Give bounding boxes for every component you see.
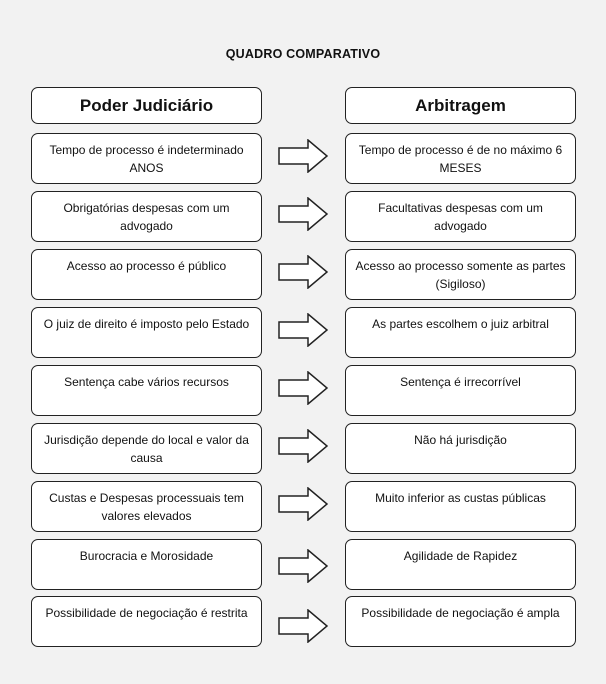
left-column-header-label: Poder Judiciário <box>79 95 214 115</box>
judiciary-item-text: Possibilidade de negociação é restrita <box>45 606 248 620</box>
arbitration-item-text: Agilidade de Rapidez <box>403 549 518 563</box>
judiciary-item-text: Acesso ao processo é público <box>66 259 227 273</box>
judiciary-item-2: Obrigatórias despesas com um advogado <box>31 191 262 242</box>
arbitration-item-text: Muito inferior as custas públicas <box>375 491 546 505</box>
arbitration-item-3: Acesso ao processo somente as partes (Si… <box>345 249 576 300</box>
right-arrow-icon <box>278 429 328 463</box>
right-column-header: Arbitragem <box>345 87 576 124</box>
judiciary-item-text: Jurisdição depende do local e valor da c… <box>44 433 249 465</box>
right-arrow-icon <box>278 139 328 173</box>
arbitration-item-text: Acesso ao processo somente as partes (Si… <box>355 259 566 291</box>
right-column-header-label: Arbitragem <box>415 95 506 115</box>
arbitration-item-4: As partes escolhem o juiz arbitral <box>345 307 576 358</box>
judiciary-item-text: Custas e Despesas processuais tem valore… <box>49 491 244 523</box>
arbitration-item-2: Facultativas despesas com um advogado <box>345 191 576 242</box>
arbitration-item-text: Sentença é irrecorrível <box>400 375 521 389</box>
judiciary-item-7: Custas e Despesas processuais tem valore… <box>31 481 262 532</box>
arbitration-item-text: Possibilidade de negociação é ampla <box>361 606 560 620</box>
arbitration-item-text: As partes escolhem o juiz arbitral <box>372 317 549 331</box>
arbitration-item-9: Possibilidade de negociação é ampla <box>345 596 576 647</box>
arbitration-item-8: Agilidade de Rapidez <box>345 539 576 590</box>
arbitration-item-text: Não há jurisdição <box>414 433 507 447</box>
arbitration-item-5: Sentença é irrecorrível <box>345 365 576 416</box>
arbitration-item-text: Tempo de processo é de no máximo 6 MESES <box>358 143 563 175</box>
judiciary-item-9: Possibilidade de negociação é restrita <box>31 596 262 647</box>
right-arrow-icon <box>278 487 328 521</box>
arbitration-item-1: Tempo de processo é de no máximo 6 MESES <box>345 133 576 184</box>
arbitration-item-text: Facultativas despesas com um advogado <box>378 201 543 233</box>
right-arrow-icon <box>278 313 328 347</box>
judiciary-item-text: O juiz de direito é imposto pelo Estado <box>43 317 250 331</box>
arbitration-item-6: Não há jurisdição <box>345 423 576 474</box>
judiciary-item-text: Tempo de processo é indeterminado ANOS <box>49 143 244 175</box>
judiciary-item-text: Obrigatórias despesas com um advogado <box>63 201 230 233</box>
judiciary-item-4: O juiz de direito é imposto pelo Estado <box>31 307 262 358</box>
diagram-title: QUADRO COMPARATIVO <box>225 47 381 61</box>
judiciary-item-6: Jurisdição depende do local e valor da c… <box>31 423 262 474</box>
right-arrow-icon <box>278 197 328 231</box>
judiciary-item-5: Sentença cabe vários recursos <box>31 365 262 416</box>
arbitration-item-7: Muito inferior as custas públicas <box>345 481 576 532</box>
judiciary-item-text: Sentença cabe vários recursos <box>64 375 229 389</box>
left-column-header: Poder Judiciário <box>31 87 262 124</box>
right-arrow-icon <box>278 549 328 583</box>
judiciary-item-3: Acesso ao processo é público <box>31 249 262 300</box>
right-arrow-icon <box>278 371 328 405</box>
judiciary-item-text: Burocracia e Morosidade <box>79 549 214 563</box>
right-arrow-icon <box>278 609 328 643</box>
judiciary-item-8: Burocracia e Morosidade <box>31 539 262 590</box>
right-arrow-icon <box>278 255 328 289</box>
judiciary-item-1: Tempo de processo é indeterminado ANOS <box>31 133 262 184</box>
